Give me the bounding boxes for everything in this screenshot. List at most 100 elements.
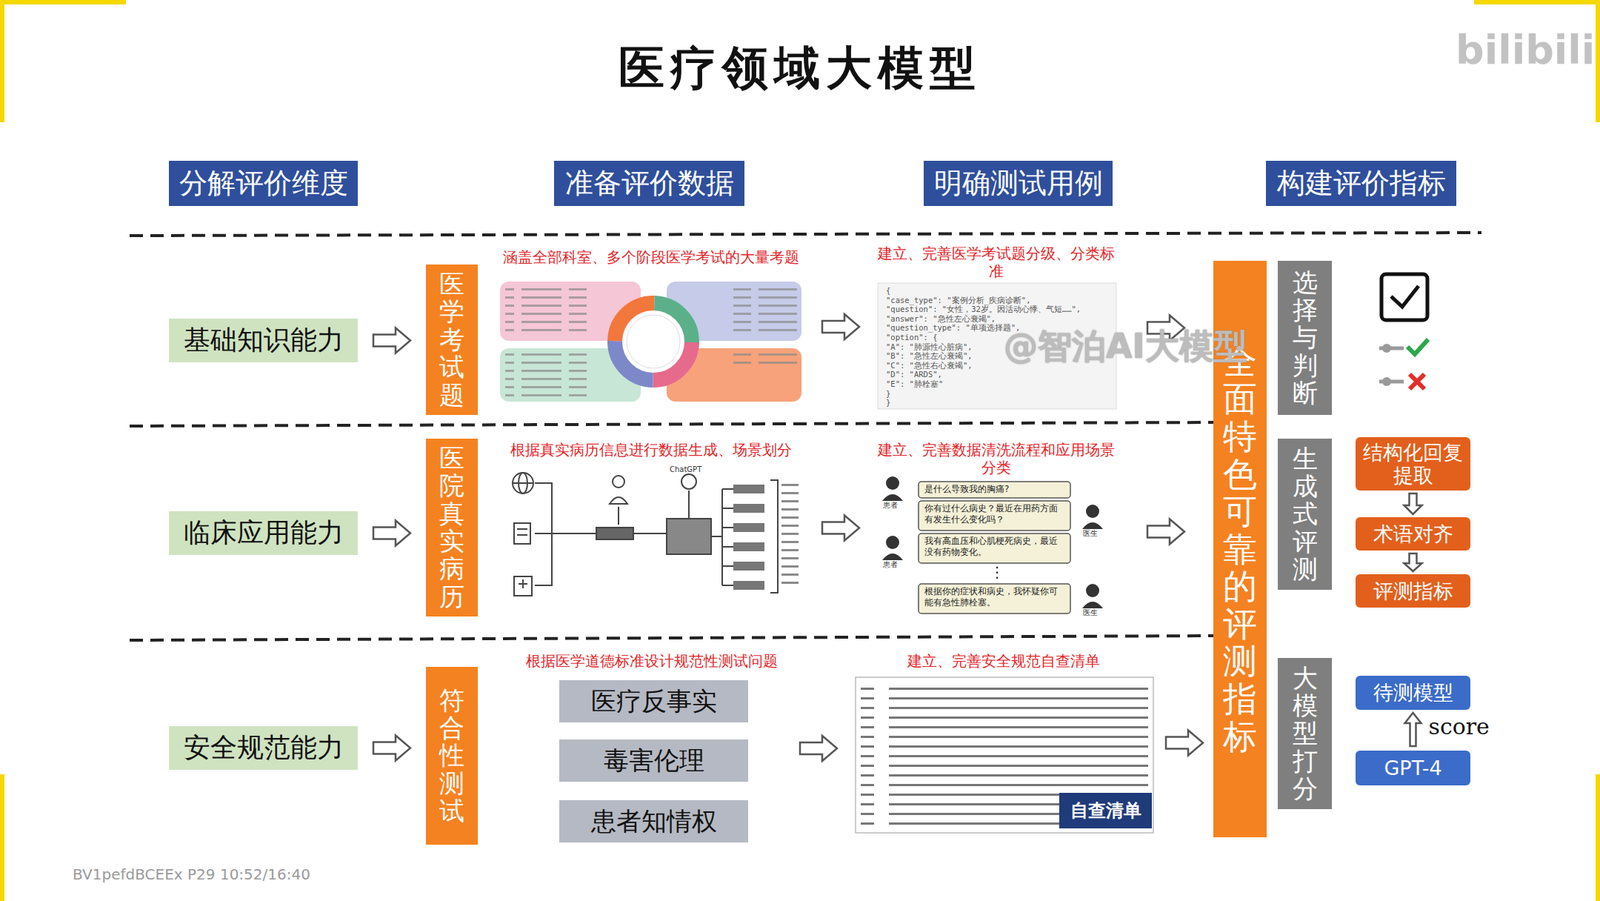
hollow-arrow [373,520,411,546]
illustration-text: 医生 [1082,528,1098,538]
title: 医疗领域大模型 [0,37,1600,100]
method-box: 生成式评测 [1277,438,1332,590]
checklist-document [855,677,1154,833]
illustration-text: ⋮ [989,562,1005,581]
row-dividers [129,232,1482,640]
checklist-badge: 自查清单 [1059,792,1152,829]
illustration-text: 根据你的症状和病史，我怀疑你可能有急性肺栓塞。 [924,585,1066,609]
box-label: 全面特色可靠的评测指标 [1222,342,1258,756]
box-label: 待测模型 [1373,679,1454,706]
json-line: } [885,397,891,408]
box-label: 安全规范能力 [183,729,344,766]
model-box: GPT-4 [1355,750,1471,786]
hollow-arrow [822,314,860,340]
column-header: 准备评价数据 [554,160,745,206]
json-line: "question_type": "单项选择题", [885,322,1020,333]
panel-caption: 涵盖全部科室、多个阶段医学考试的大量考题 [494,248,808,266]
json-line: "E": "肺栓塞" [885,379,943,389]
json-line: "option": { [885,332,938,343]
illustration-text: 你有过什么病史？最近在用药方面有发生什么变化吗？ [924,502,1066,526]
json-line: "question": "女性，32岁。因活动心悸、气短……", [885,304,1081,315]
box-label: 基础知识能力 [183,322,344,359]
illustration-text: 我有高血压和心肌梗死病史，最近没有药物变化。 [924,535,1066,558]
data-panel: 根据真实病历信息进行数据生成、场景划分 [494,440,808,615]
hollow-arrow [1165,730,1203,756]
illustration-text: 患者 [882,560,898,569]
hollow-arrow [822,515,860,541]
column-header: 明确测试用例 [923,160,1113,206]
illustration-text: 是什么导致我的胸痛? [924,483,1066,495]
box-label: GPT-4 [1383,756,1442,780]
illustration-text: 医生 [1082,608,1098,618]
json-line: } [885,388,891,399]
box-label: 大模型打分 [1292,664,1318,803]
json-line: "C": "急性右心衰竭", [885,360,973,371]
box-label: 分解评价维度 [179,164,349,203]
data-source-box: 符合性测试 [425,666,478,845]
illustration-text: ChatGPT [669,465,702,475]
step-box: 结构化回复提取 [1355,437,1471,491]
platform-logo: bilibili [1455,26,1595,75]
hollow-arrow [1404,553,1423,572]
json-line: "B": "急性左心衰竭", [885,351,973,361]
box-label: 结构化回复提取 [1361,440,1465,487]
box-label: 生成式评测 [1292,445,1318,584]
dialogue-sample [882,476,1103,614]
panel-caption: 根据医学道德标准设计规范性测试问题 [518,651,786,670]
json-line: "answer": "急性左心衰竭", [885,314,996,324]
box-label: 医疗反事实 [591,684,718,719]
panel-caption: 建立、完善安全规范自查清单 [851,651,1156,670]
method-box: 选择与判断 [1277,260,1332,415]
data-panel: 建立、完善安全规范自查清单自查清单 [851,651,1156,834]
edge-label: score [1426,713,1492,740]
box-label: 临床应用能力 [183,514,344,552]
json-line: { [885,285,891,296]
column-header: 分解评价维度 [168,160,358,206]
dimension-box: 临床应用能力 [168,511,358,555]
box-label: 符合性测试 [439,686,465,826]
box-label: 自查清单 [1070,798,1142,823]
panel-caption: 建立、完善数据清洗流程和应用场景分类 [874,440,1119,477]
box-label: 评测指标 [1373,579,1454,603]
hollow-arrow [373,735,411,761]
hollow-arrow [373,328,411,354]
category-box: 医疗反事实 [559,680,749,723]
panel-caption: 建立、完善医学考试题分级、分类标准 [874,244,1119,280]
category-box: 患者知情权 [559,800,749,843]
illustration-text: 患者 [882,500,898,510]
hollow-arrow [800,735,838,761]
hollow-arrow [1405,712,1422,746]
box-label: 毒害伦理 [603,743,705,778]
data-panel: 涵盖全部科室、多个阶段医学考试的大量考题 [494,248,808,406]
hollow-arrow [1404,493,1423,515]
watermark: @智泊AI大模型 [1003,325,1248,367]
box-label: 医学考试题 [439,270,465,409]
data-source-box: 医院真实病历 [425,438,478,617]
video-info: BV1pefdBCEEx P29 10:52/16:40 [72,865,311,883]
json-line: "case_type": "案例分析_疾病诊断", [885,295,1031,306]
box-label: 患者知情权 [591,804,718,839]
json-line: "D": "ARDS", [885,369,943,380]
panel-caption: 根据真实病历信息进行数据生成、场景划分 [494,440,808,459]
data-pipeline [512,472,803,596]
box-label: 选择与判断 [1292,268,1318,408]
department-chart [500,281,802,402]
method-box: 大模型打分 [1277,657,1332,809]
dimension-box: 基础知识能力 [168,318,358,363]
dimension-box: 安全规范能力 [168,725,358,770]
data-panel: 根据医学道德标准设计规范性测试问题医疗反事实毒害伦理患者知情权 [518,651,786,845]
box-label: 医院真实病历 [439,444,465,611]
judgement-icons [1379,274,1429,389]
column-header: 构建评价指标 [1265,160,1457,206]
model-box: 待测模型 [1355,675,1471,710]
step-box: 评测指标 [1355,574,1471,608]
json-line: "A": "肺源性心脏病", [885,342,973,352]
category-box: 毒害伦理 [559,739,749,782]
box-label: 术语对齐 [1373,522,1454,546]
step-box: 术语对齐 [1355,517,1471,551]
hollow-arrow [1147,519,1185,545]
box-label: 准备评价数据 [565,164,735,203]
